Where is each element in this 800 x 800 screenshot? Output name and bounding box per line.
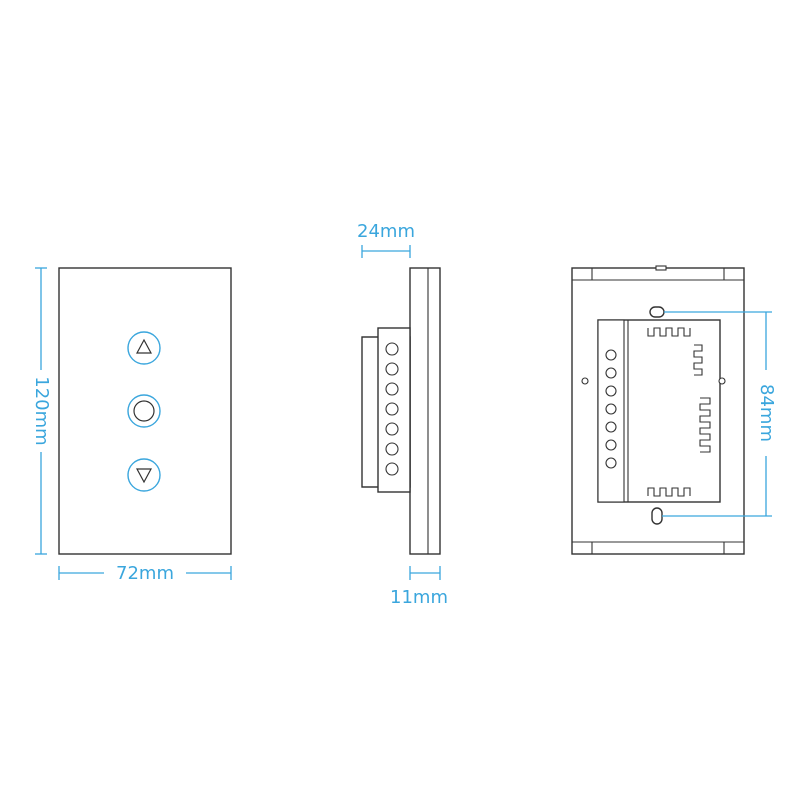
center-button[interactable]	[127, 394, 161, 428]
terminal-screw	[605, 457, 617, 469]
width-label: 72mm	[116, 563, 174, 584]
heatsink-fins	[647, 327, 711, 497]
mount-spacing-dimension: 84mm	[662, 311, 777, 517]
width-dimension: 72mm	[58, 563, 232, 584]
height-dimension: 120mm	[31, 267, 52, 555]
side-view: 24mm 11mm	[357, 221, 448, 608]
up-button[interactable]	[127, 331, 161, 365]
terminal-screw	[605, 403, 617, 415]
side-plate-outer	[409, 267, 441, 555]
terminal-screw	[605, 385, 617, 397]
triangle-up-icon	[135, 338, 153, 354]
front-view: 120mm 72mm	[31, 267, 232, 584]
module-depth-dimension: 24mm	[357, 221, 415, 258]
triangle-down-icon	[135, 468, 153, 484]
terminal-screw	[605, 421, 617, 433]
terminal-screw	[605, 349, 617, 361]
circle-button-icon	[133, 400, 155, 422]
terminal-screw	[605, 439, 617, 451]
height-label: 120mm	[31, 376, 52, 445]
side-terminal-screws	[385, 342, 399, 476]
terminal-screw	[385, 442, 399, 456]
plate-depth-dimension: 11mm	[390, 566, 448, 608]
mount-slot-top	[649, 306, 665, 318]
mount-slot-bottom	[651, 507, 663, 525]
terminal-screw	[385, 342, 399, 356]
module-depth-label: 24mm	[357, 221, 415, 242]
terminal-screw	[385, 382, 399, 396]
terminal-screw	[385, 462, 399, 476]
mount-spacing-label: 84mm	[756, 384, 777, 442]
terminal-screw	[385, 362, 399, 376]
terminal-screw	[385, 422, 399, 436]
plate-depth-label: 11mm	[390, 587, 448, 608]
down-button[interactable]	[127, 458, 161, 492]
terminal-screw	[385, 402, 399, 416]
back-terminal-screws	[605, 349, 617, 469]
back-view: 84mm	[571, 265, 777, 555]
terminal-screw	[605, 367, 617, 379]
